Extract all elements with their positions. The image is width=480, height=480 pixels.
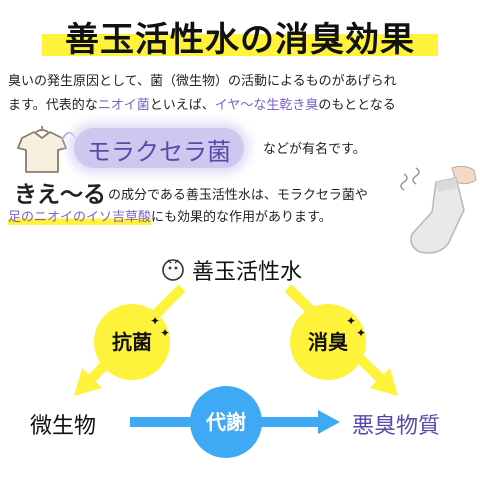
- center-label: 善玉活性水: [160, 254, 340, 286]
- intro-paragraph: 臭いの発生原因として、菌（微生物）の活動によるものがあげられ ます。代表的なニオ…: [8, 70, 478, 118]
- intro-line-2e: のもととなる: [318, 98, 396, 113]
- title-area: 善玉活性水の消臭効果: [0, 0, 480, 62]
- foot-odor-line: 足のニオイのイソ吉草酸にも効果的な作用があります。: [8, 206, 332, 225]
- center-title: 善玉活性水: [192, 260, 303, 285]
- antibacterial-label: 抗菌: [112, 330, 152, 354]
- damp-smell-text: イヤ〜な生乾き臭: [214, 98, 319, 113]
- sparkle-icon: ✦: [346, 314, 357, 328]
- foot-odor-suffix: にも効果的な作用があります。: [151, 210, 332, 225]
- page-title: 善玉活性水の消臭効果: [65, 20, 415, 60]
- moraxella-suffix: などが有名です。: [263, 142, 366, 157]
- product-line: の成分である善玉活性水は、モラクセラ菌や: [108, 188, 368, 203]
- metabolism-label: 代謝: [206, 410, 246, 434]
- product-name: きえ〜る: [14, 182, 106, 208]
- deodorize-label: 消臭: [308, 330, 348, 354]
- left-arrow-head: [74, 368, 102, 396]
- antibacterial-circle: 抗菌: [94, 304, 170, 380]
- sparkle-icon: ✦: [356, 326, 367, 340]
- metabolism-circle: 代謝: [190, 386, 262, 458]
- intro-line-1: 臭いの発生原因として、菌（微生物）の活動によるものがあげられ: [8, 74, 397, 89]
- isovaleric-acid-text: 足のニオイのイソ吉草酸: [8, 210, 152, 225]
- microbe-label: 微生物: [30, 414, 97, 439]
- deodorize-circle: 消臭: [290, 304, 366, 380]
- moraxella-row: モラクセラ菌 などが有名です。: [8, 122, 478, 173]
- intro-line-2a: ます。代表的な: [8, 98, 98, 113]
- moraxella-badge: [74, 128, 244, 168]
- sock-icon: [400, 165, 477, 254]
- title-highlight: [42, 34, 438, 56]
- right-arrow-head: [370, 368, 398, 396]
- sparkle-icon: ✦: [150, 314, 161, 328]
- shirt-icon: [17, 126, 67, 173]
- moraxella-label: モラクセラ菌: [87, 138, 231, 166]
- intro-line-2c: といえば、: [149, 98, 215, 113]
- bottle-icon: [162, 259, 184, 281]
- odor-bacteria-text: ニオイ菌: [97, 98, 150, 113]
- sparkle-icon: ✦: [160, 326, 171, 340]
- odor-substance-label: 悪臭物質: [352, 414, 441, 439]
- bottom-arrow-head: [318, 410, 340, 434]
